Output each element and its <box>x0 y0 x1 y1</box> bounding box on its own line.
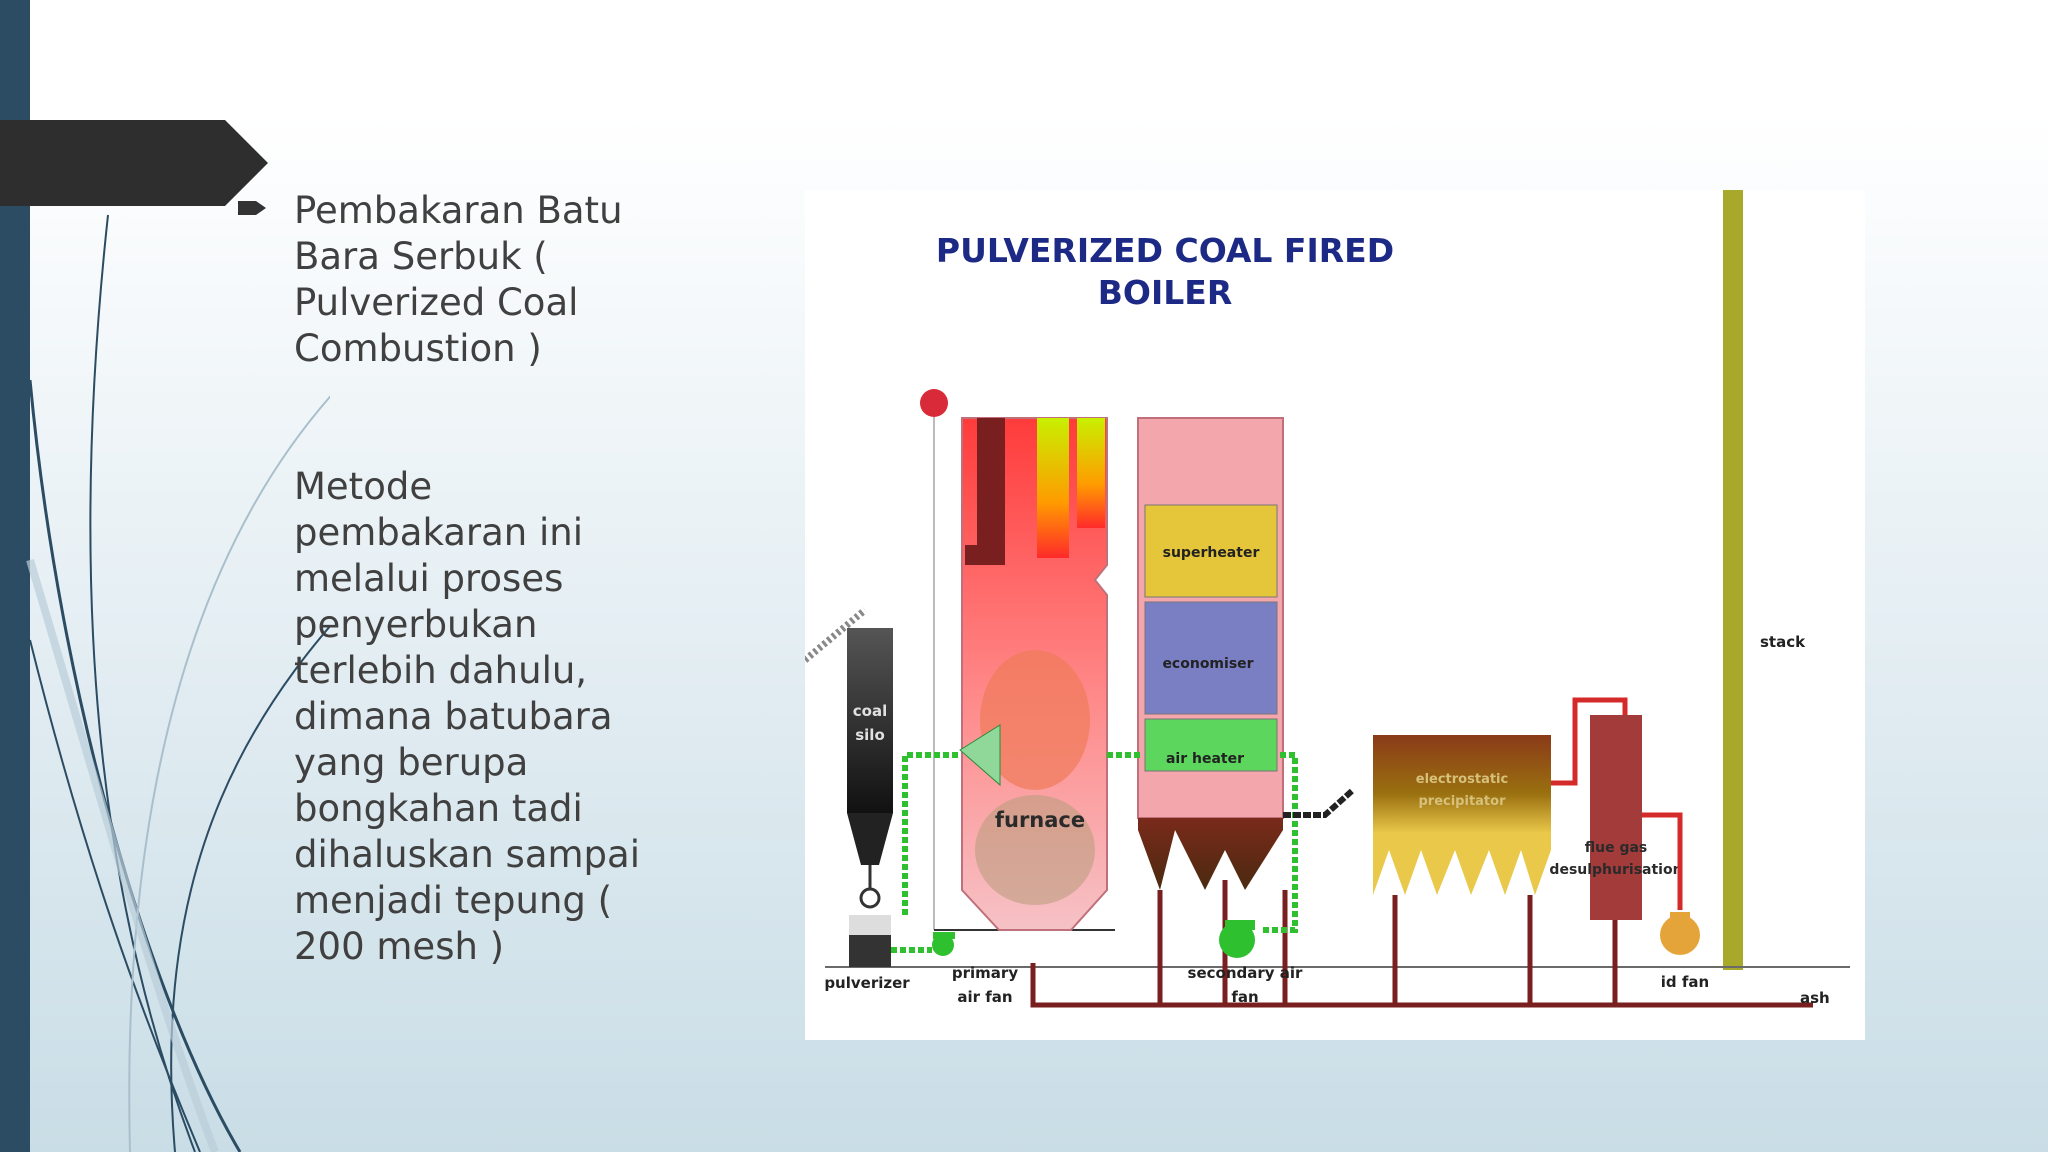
paragraph-line: menjadi tepung ( <box>294 879 613 922</box>
primary-air-fan <box>932 934 954 956</box>
primary-air-fan-label: primary <box>952 964 1018 982</box>
title-placeholder-tab <box>0 120 268 206</box>
fgd-inlet-duct <box>1551 697 1628 786</box>
economiser-label: economiser <box>1162 656 1253 672</box>
backpass-hoppers <box>1138 818 1283 890</box>
esp-hoppers <box>1373 833 1551 895</box>
secondary-air-fan-label: fan <box>1231 988 1258 1006</box>
fgd-label: flue gas <box>1585 840 1648 856</box>
air-heater <box>1144 718 1278 772</box>
burner-flame <box>959 724 1001 787</box>
paragraph-line: terlebih dahulu, <box>294 649 588 692</box>
downcomer <box>977 418 1005 563</box>
bullet-line: Pembakaran Batu <box>294 189 623 232</box>
fgd-outlet-duct <box>1642 812 1683 910</box>
flue-gas-desulphurisation <box>1590 715 1642 920</box>
ash-label: ash <box>1800 989 1830 1007</box>
coal-silo-label: silo <box>855 726 885 744</box>
primary-air-fan-label: air fan <box>957 988 1012 1006</box>
paragraph-line: yang berupa <box>294 741 529 784</box>
paragraph-line: dimana batubara <box>294 695 613 738</box>
id-fan <box>1660 915 1700 955</box>
flue-pass-1 <box>1037 418 1069 558</box>
stack <box>1723 190 1743 970</box>
esp-label: precipitator <box>1418 794 1506 809</box>
secondary-air-duct <box>1260 752 1298 933</box>
flue-duct-esp <box>1283 787 1355 818</box>
paragraph-line: bongkahan tadi <box>294 787 583 830</box>
paragraph-line: dihaluskan sampai <box>294 833 640 876</box>
diagram-title-line1: PULVERIZED COAL FIRED <box>936 231 1394 270</box>
diagram-title-line2: BOILER <box>1098 273 1232 312</box>
coal-silo <box>847 628 893 813</box>
air-heater-label: air heater <box>1166 751 1244 767</box>
flue-pass-2 <box>1077 418 1105 528</box>
bullet-line: Bara Serbuk ( <box>294 235 548 278</box>
bottom-pipe <box>1030 963 1813 1008</box>
paragraph-line: 200 mesh ) <box>294 925 505 968</box>
fgd-label: desulphurisation <box>1549 862 1682 878</box>
paragraph-line: pembakaran ini <box>294 511 584 554</box>
coal-silo-cone <box>847 813 893 865</box>
boiler-diagram: PULVERIZED COAL FIRED BOILER stack coal … <box>802 190 1865 1040</box>
bullet-line: Pulverized Coal <box>294 281 579 324</box>
paragraph-line: penyerbukan <box>294 603 538 646</box>
coal-silo-label: coal <box>853 702 887 720</box>
secondary-air-fan <box>1219 922 1255 958</box>
feeder-valve <box>859 887 881 909</box>
igniter-ball <box>920 389 948 417</box>
stack-label: stack <box>1760 633 1806 651</box>
description-paragraph: Metode pembakaran ini melalui proses pen… <box>294 464 640 970</box>
superheater-label: superheater <box>1163 545 1260 561</box>
bullet-point: Pembakaran Batu Bara Serbuk ( Pulverized… <box>238 188 638 372</box>
esp-label: electrostatic <box>1416 772 1508 787</box>
secondary-air-fan-label: secondary air <box>1188 964 1303 982</box>
arrow-bullet-icon <box>238 201 266 215</box>
furnace-label: furnace <box>995 808 1085 832</box>
paragraph-line: Metode <box>294 465 433 508</box>
economiser <box>1144 601 1278 715</box>
bullet-line: Combustion ) <box>294 327 542 370</box>
pulverizer-label: pulverizer <box>824 974 910 992</box>
id-fan-label: id fan <box>1661 973 1709 991</box>
decorative-curves <box>26 214 330 1152</box>
electrostatic-precipitator <box>1373 735 1551 833</box>
paragraph-line: melalui proses <box>294 557 564 600</box>
coal-air-duct <box>902 752 960 915</box>
superheater <box>1144 504 1278 598</box>
coal-conveyor <box>802 607 868 663</box>
